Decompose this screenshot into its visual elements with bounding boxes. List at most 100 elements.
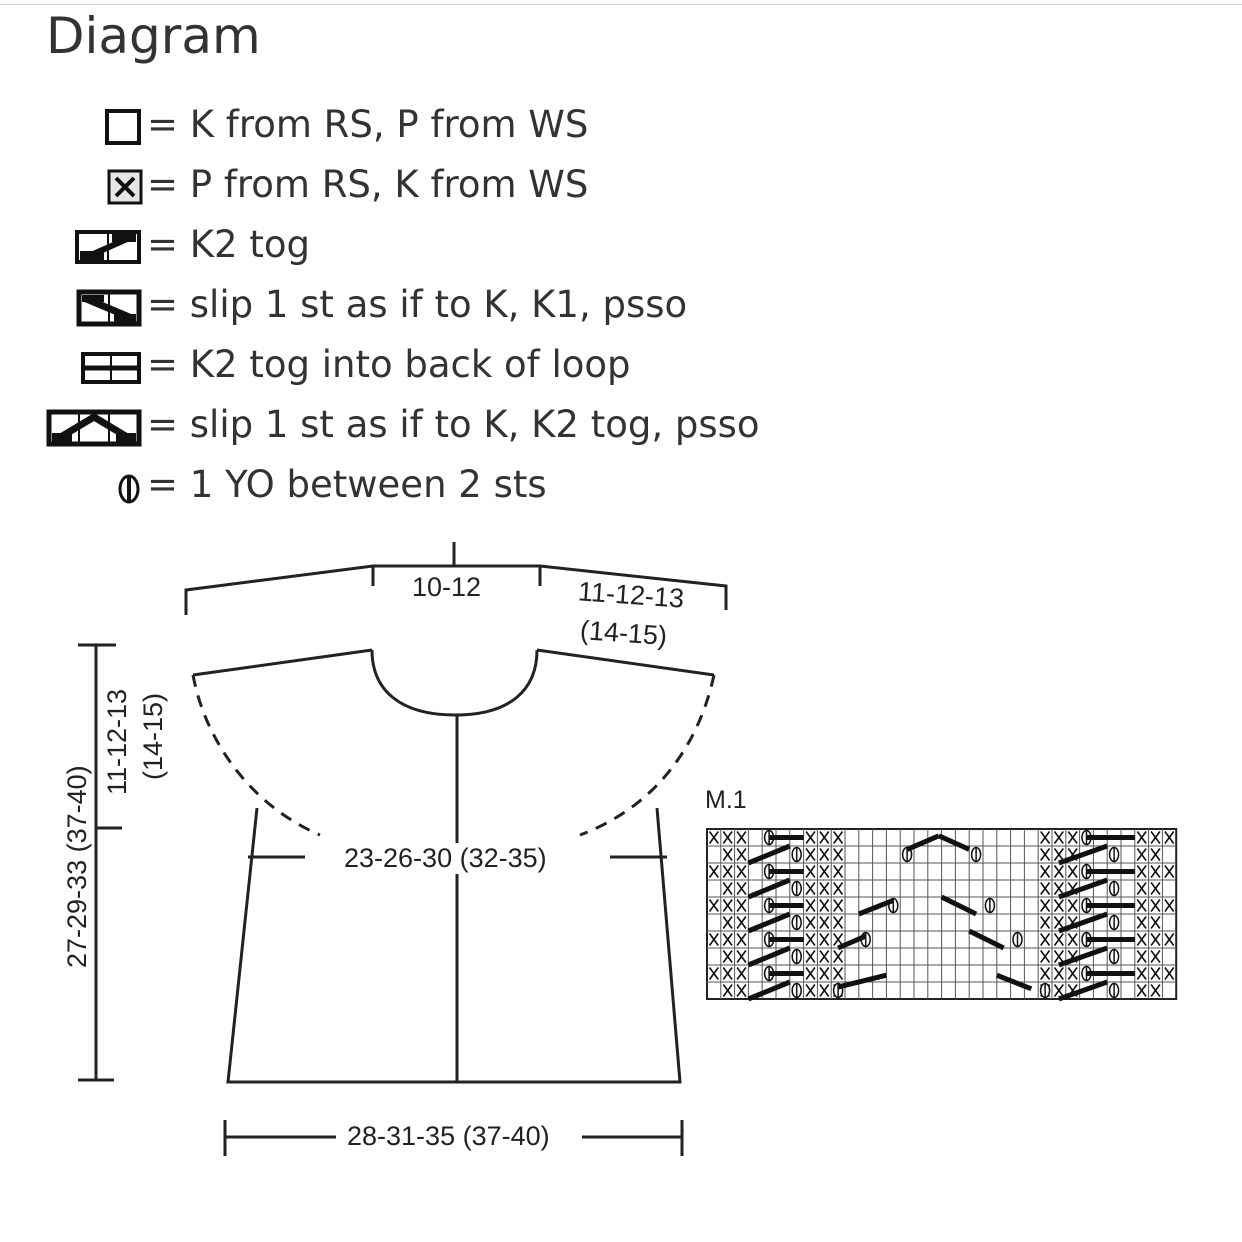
purl-cross-mark — [1150, 899, 1161, 912]
purl-cross-mark — [736, 933, 747, 946]
purl-cross-mark — [1150, 865, 1161, 878]
legend-text: = K2 tog — [147, 223, 310, 266]
purl-cross-mark — [805, 984, 816, 997]
purl-cross-mark — [722, 984, 733, 997]
yarn-over-icon — [118, 474, 140, 504]
purl-cross-mark — [722, 848, 733, 861]
purl-cross-mark — [805, 848, 816, 861]
legend-text: = K from RS, P from WS — [147, 103, 589, 146]
purl-cross-mark — [805, 950, 816, 963]
purl-cross-mark — [805, 865, 816, 878]
purl-cross-mark — [833, 848, 844, 861]
purl-cross-mark — [708, 933, 719, 946]
decrease-mark — [995, 972, 1033, 992]
purl-cross-mark — [1040, 865, 1051, 878]
purl-cross-mark — [833, 916, 844, 929]
chest-width-label: 23-26-30 (32-35) — [340, 843, 551, 874]
purl-cross-mark — [805, 882, 816, 895]
purl-cross-mark — [708, 899, 719, 912]
purl-cross-mark — [1150, 933, 1161, 946]
purl-cross-mark — [1067, 865, 1078, 878]
purl-cross-mark — [1136, 899, 1147, 912]
decrease-mark — [837, 933, 867, 951]
purl-cross-mark — [1164, 831, 1175, 844]
purl-cross-mark — [1067, 899, 1078, 912]
purl-cross-mark — [805, 967, 816, 980]
legend-text: = slip 1 st as if to K, K1, psso — [147, 283, 688, 326]
purl-cross-mark — [1040, 848, 1051, 861]
decrease-mark — [837, 972, 887, 990]
purl-cross-mark — [1150, 984, 1161, 997]
purl-cross-mark — [819, 899, 830, 912]
purl-cross-mark — [1053, 865, 1064, 878]
purl-cross-mark — [1164, 899, 1175, 912]
purl-cross-mark — [819, 950, 830, 963]
decrease-mark — [940, 894, 978, 917]
purl-cross-mark — [736, 865, 747, 878]
purl-cross-mark — [833, 865, 844, 878]
purl-cross-mark — [1067, 933, 1078, 946]
purl-cross-mark — [1164, 933, 1175, 946]
purl-cross-mark — [722, 950, 733, 963]
bottom-width-label: 28-31-35 (37-40) — [343, 1121, 554, 1152]
purl-cross-mark — [833, 831, 844, 844]
purl-cross-mark — [1053, 899, 1064, 912]
purl-cross-mark — [736, 831, 747, 844]
purl-cross-mark — [819, 865, 830, 878]
purl-cross-mark — [1136, 865, 1147, 878]
purl-cross-mark — [1136, 916, 1147, 929]
purl-cross-mark — [833, 933, 844, 946]
purl-cross-mark — [708, 831, 719, 844]
decrease-mark — [747, 945, 791, 968]
k2tog-tbl-icon — [81, 352, 141, 384]
purl-cross-mark — [1053, 933, 1064, 946]
purl-cross-mark — [1040, 899, 1051, 912]
purl-cross-mark — [1136, 933, 1147, 946]
purl-cross-mark — [833, 899, 844, 912]
purl-cross-mark — [1150, 916, 1161, 929]
garment-schematic — [78, 542, 728, 1156]
decrease-mark — [747, 877, 791, 900]
purl-cross-mark — [1053, 882, 1064, 895]
legend-text: = K2 tog into back of loop — [147, 343, 631, 386]
shoulder-width-label-2: (14-15) — [575, 614, 673, 653]
purl-cross-mark — [1040, 950, 1051, 963]
purl-cross-mark — [805, 916, 816, 929]
purl-cross-mark — [805, 933, 816, 946]
purl-cross-mark — [736, 967, 747, 980]
purl-cross-mark — [722, 865, 733, 878]
purl-cross-mark — [819, 984, 830, 997]
purl-cross-mark — [736, 984, 747, 997]
purl-cross-mark — [819, 916, 830, 929]
knit-square-icon — [105, 109, 141, 145]
purl-cross-mark — [736, 848, 747, 861]
decrease-mark — [857, 898, 895, 917]
purl-cross-mark — [1040, 933, 1051, 946]
neck-width-label: 10-12 — [408, 572, 486, 603]
decrease-mark — [747, 843, 791, 866]
legend-text: = P from RS, K from WS — [147, 163, 589, 206]
yoke-depth-label-2: (14-15) — [138, 692, 168, 780]
sk2p-icon — [46, 409, 142, 447]
purl-cross-mark — [708, 967, 719, 980]
purl-cross-mark — [1067, 831, 1078, 844]
purl-cross-mark — [722, 882, 733, 895]
top-divider — [0, 4, 1242, 5]
purl-cross-mark — [1150, 882, 1161, 895]
purl-cross-mark — [1164, 967, 1175, 980]
purl-cross-mark — [833, 967, 844, 980]
purl-cross-mark — [1150, 950, 1161, 963]
decrease-mark — [1058, 877, 1109, 900]
purl-cross-mark — [1053, 848, 1064, 861]
decrease-mark — [747, 911, 791, 934]
purl-cross-mark — [805, 899, 816, 912]
purl-cross-mark — [819, 933, 830, 946]
purl-cross-mark — [1136, 967, 1147, 980]
purl-cross-mark — [819, 967, 830, 980]
purl-cross-mark — [1136, 984, 1147, 997]
purl-cross-mark — [833, 950, 844, 963]
page-title: Diagram — [46, 7, 261, 65]
purl-cross-mark — [819, 848, 830, 861]
purl-cross-mark — [1053, 950, 1064, 963]
decrease-mark — [968, 928, 1005, 951]
